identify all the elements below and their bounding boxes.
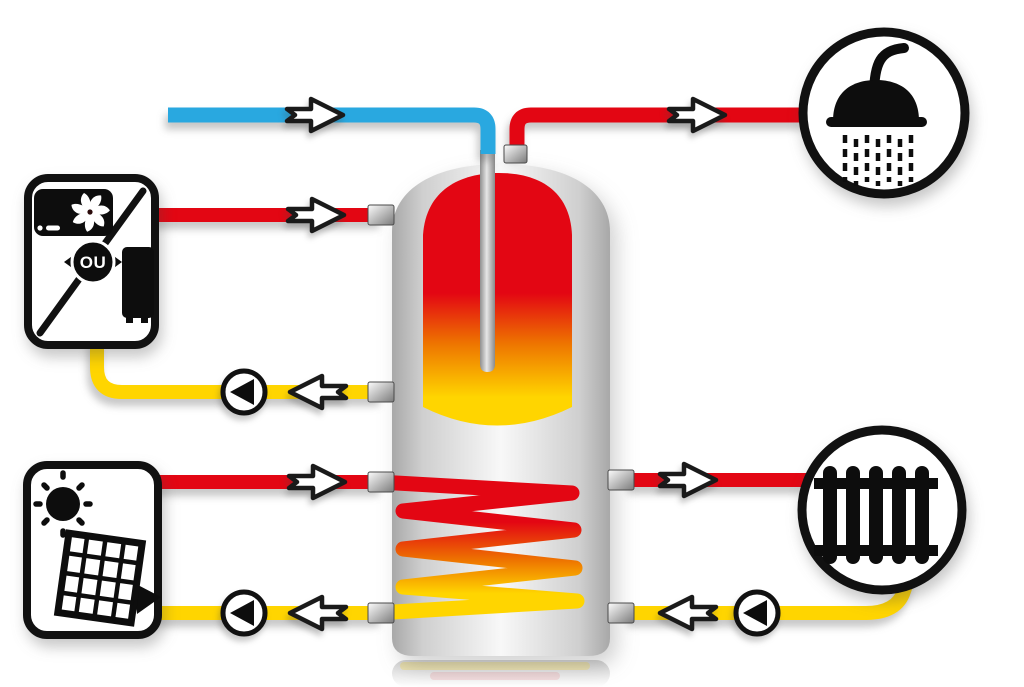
boiler-icon [122, 247, 154, 323]
arrow-hot-water-right-icon [669, 99, 725, 131]
fitting-radiator-supply [607, 469, 635, 491]
heat-source-box: OU [24, 174, 159, 349]
radiator-node [797, 425, 967, 595]
arrow-solar-supply-right-icon [289, 466, 345, 498]
panel-foot-icon [134, 583, 161, 614]
solar-panel-icon [53, 529, 147, 627]
pump-solar-icon [223, 592, 265, 634]
fitting-solar-supply [367, 471, 395, 493]
or-badge: OU [64, 239, 122, 285]
shower-node [798, 27, 970, 199]
pump-heat-source-icon [223, 371, 265, 413]
fitting-solar-return [367, 602, 395, 624]
tank-hot-zone [423, 173, 572, 426]
shower-icon [826, 43, 927, 186]
radiator-icon [814, 466, 938, 564]
heat-source-return-pipe [90, 338, 382, 399]
fitting-hot-water-outlet [503, 144, 528, 164]
sun-icon [33, 470, 93, 538]
or-label: OU [80, 253, 107, 272]
arrow-heat-source-return-left-icon [290, 376, 346, 408]
arrow-cold-water-right-icon [287, 99, 343, 131]
fitting-radiator-return [607, 602, 635, 624]
solar-box [23, 461, 162, 639]
fan-unit-icon [34, 189, 113, 236]
hot-water-pipe [509, 107, 807, 154]
arrow-radiator-return-left-icon [660, 597, 716, 629]
pump-radiator-icon [736, 592, 778, 634]
cold-water-pipe [168, 107, 496, 154]
fitting-heat-source-supply [367, 204, 395, 226]
heating-coil [368, 474, 585, 621]
tank-reflection [392, 660, 610, 687]
fitting-heat-source-return [367, 381, 395, 403]
arrow-solar-return-left-icon [290, 597, 346, 629]
arrow-radiator-supply-right-icon [660, 464, 716, 496]
arrow-heat-source-supply-right-icon [288, 199, 344, 231]
dip-tube [480, 150, 495, 372]
tank-fittings [367, 144, 635, 624]
or-circle [70, 239, 116, 285]
